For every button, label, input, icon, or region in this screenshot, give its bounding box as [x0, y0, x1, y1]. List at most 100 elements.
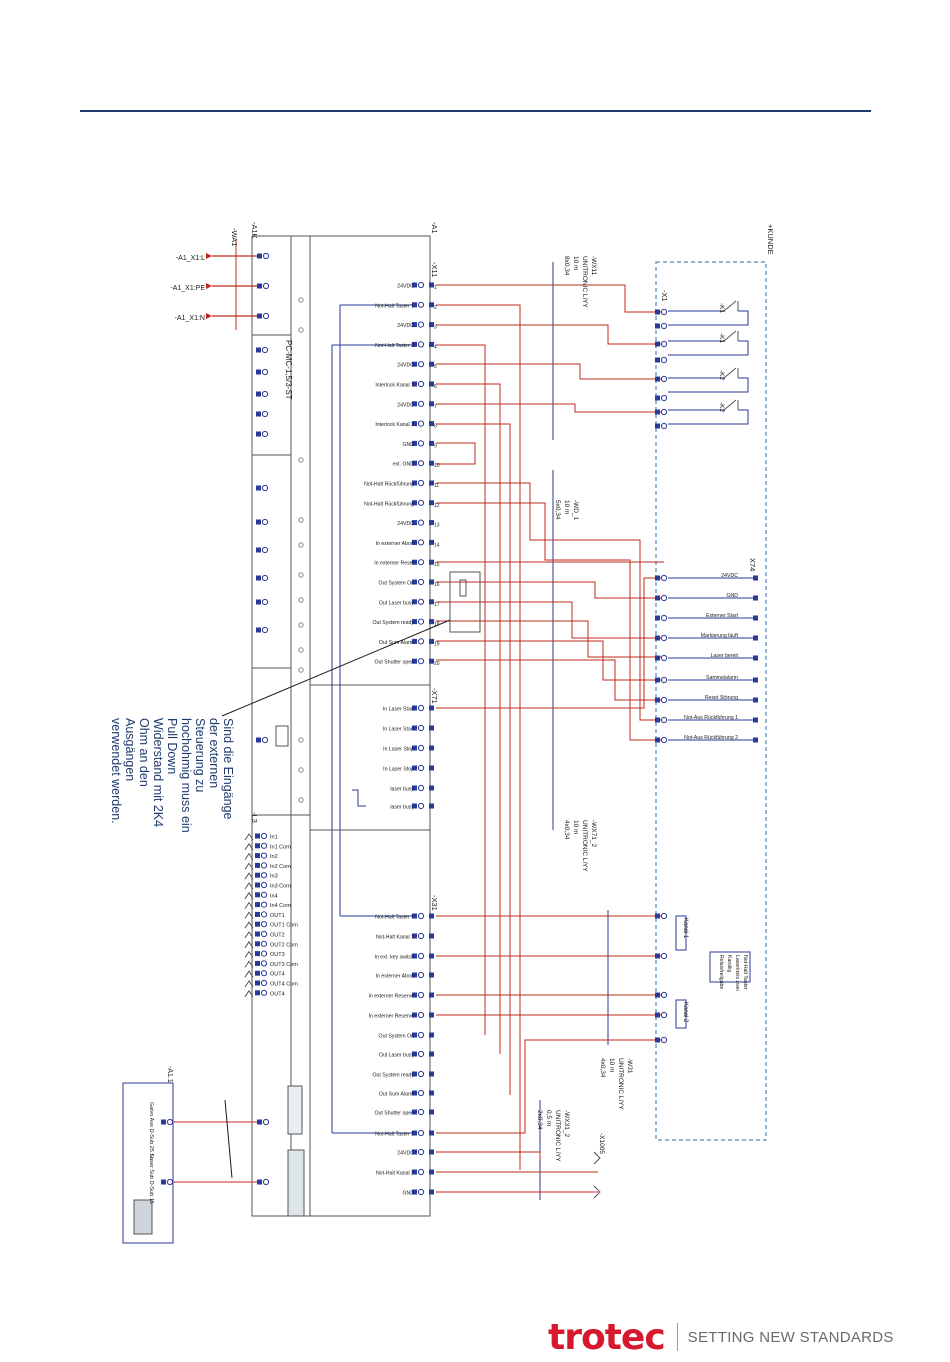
relay-switch-symbol	[723, 367, 739, 379]
l3-terminal	[260, 911, 268, 918]
terminal-square	[255, 941, 260, 947]
x71-pin-label: In Laser Stop	[383, 767, 414, 773]
terminal-square	[256, 737, 261, 743]
terminal-square	[655, 341, 660, 347]
l3-terminal	[260, 960, 268, 967]
supply-terminal	[262, 312, 270, 320]
header-rule	[80, 110, 871, 112]
mount-hole	[298, 622, 304, 628]
x74-pin-label: Externer Start	[706, 613, 739, 619]
x11-pin-number: 1	[434, 285, 437, 291]
terminal-square	[256, 519, 261, 525]
l3-port-label: In4 Com	[270, 903, 291, 909]
x74-pin-label: Laser bereit	[711, 653, 739, 659]
terminal-square	[412, 361, 417, 367]
x11-terminal	[417, 460, 425, 467]
l3-contact-symbol	[244, 980, 254, 988]
x11-terminal	[417, 519, 425, 526]
kunde-label: +KUNDE	[766, 224, 775, 255]
wx11-label: UNITRONIC LiYY	[581, 256, 588, 308]
note-leader-line	[221, 619, 451, 717]
wx11-label: 10 m	[572, 256, 579, 270]
x31-pin-label: GND	[402, 1191, 414, 1197]
mount-hole	[298, 542, 304, 548]
terminal-square	[655, 1037, 660, 1043]
terminal-square	[655, 717, 660, 723]
x11-pin-number: 11	[434, 483, 439, 489]
terminal-square	[655, 1012, 660, 1018]
terminal-square	[255, 960, 260, 966]
mount-hole	[298, 767, 304, 773]
x11-terminal	[417, 578, 425, 586]
x11-pin-number: 3	[434, 325, 437, 331]
x74-terminal-left	[660, 594, 668, 602]
terminal-square	[412, 282, 417, 288]
device-photo-2	[287, 1149, 305, 1217]
red-wire	[436, 403, 664, 413]
l3-contact-symbol	[244, 911, 254, 919]
terminal-square	[655, 323, 660, 329]
red-wire	[436, 423, 511, 1095]
x31-pin-label: In externer Reserve	[368, 1014, 414, 1020]
red-wire	[436, 1151, 541, 1160]
kanal2-label: Kanal 2	[682, 1002, 688, 1023]
x71-terminal	[417, 802, 425, 810]
x74-pin-label: Sammelalarm	[706, 675, 738, 681]
x71-pin	[429, 705, 434, 711]
x31-pin	[429, 1071, 434, 1077]
terminal-square	[257, 253, 262, 259]
x31-pin-label: In externer Reserve	[368, 994, 414, 1000]
red-wire	[436, 581, 664, 599]
x11-pin	[429, 401, 434, 407]
x31-terminal	[417, 1168, 425, 1176]
trotec-logo: trotec	[548, 1316, 666, 1358]
x71-pin-label: In Laser Start	[383, 727, 415, 733]
x11-terminal	[417, 658, 425, 665]
terminal-square	[655, 357, 660, 363]
red-wire	[436, 383, 501, 1054]
x71-pin	[429, 803, 434, 809]
a11-cable-tick	[224, 1099, 233, 1179]
x31-pin	[429, 1090, 434, 1096]
x71-terminal	[417, 724, 425, 732]
terminal-square	[412, 1071, 417, 1077]
wx31-label: UNITRONIC LiYY	[554, 1110, 561, 1162]
footer: trotec SETTING NEW STANDARDS	[548, 1312, 894, 1362]
terminal-square	[257, 283, 262, 289]
terminal-square	[256, 599, 261, 605]
terminal-square	[412, 972, 417, 978]
x31-pin-label: Not-Halt Kanal 2	[376, 1171, 414, 1177]
l3-contact-symbol	[244, 970, 254, 978]
terminal-square	[412, 381, 417, 387]
x11-pin	[429, 559, 434, 565]
terminal-square	[412, 401, 417, 407]
arrow-marker	[206, 283, 212, 289]
footer-divider	[676, 1323, 678, 1351]
a11-terminal	[166, 1118, 174, 1126]
x11-pin	[429, 381, 434, 387]
kunde-wire	[668, 409, 749, 425]
not-halt-box	[709, 951, 751, 983]
l3-terminal	[260, 950, 268, 957]
terminal-square	[256, 347, 261, 353]
x71-pin-label: laser busy	[390, 805, 414, 811]
relay-pin	[261, 430, 269, 438]
x11-pin	[429, 579, 434, 585]
terminal-square	[412, 480, 417, 486]
terminal-square	[161, 1179, 166, 1185]
x1-terminal	[660, 308, 668, 316]
relay-switch-symbol	[723, 300, 739, 312]
x11-pin	[429, 361, 434, 367]
x31-pin-label: Out System ready	[372, 1073, 414, 1079]
note-line: Widerstand mit 2K4	[151, 718, 165, 827]
x11-pin	[429, 302, 434, 308]
x74-pin-label: GND	[726, 593, 738, 599]
l3-terminal	[260, 989, 268, 996]
terminal-square	[412, 1051, 417, 1057]
x1-terminal	[660, 322, 668, 330]
terminal-square	[412, 785, 417, 791]
kunde-terminal	[660, 1036, 668, 1044]
terminal-square	[256, 411, 261, 417]
x11-pin-label: Not-Halt Taster 2	[375, 343, 414, 349]
terminal-square	[255, 833, 260, 839]
